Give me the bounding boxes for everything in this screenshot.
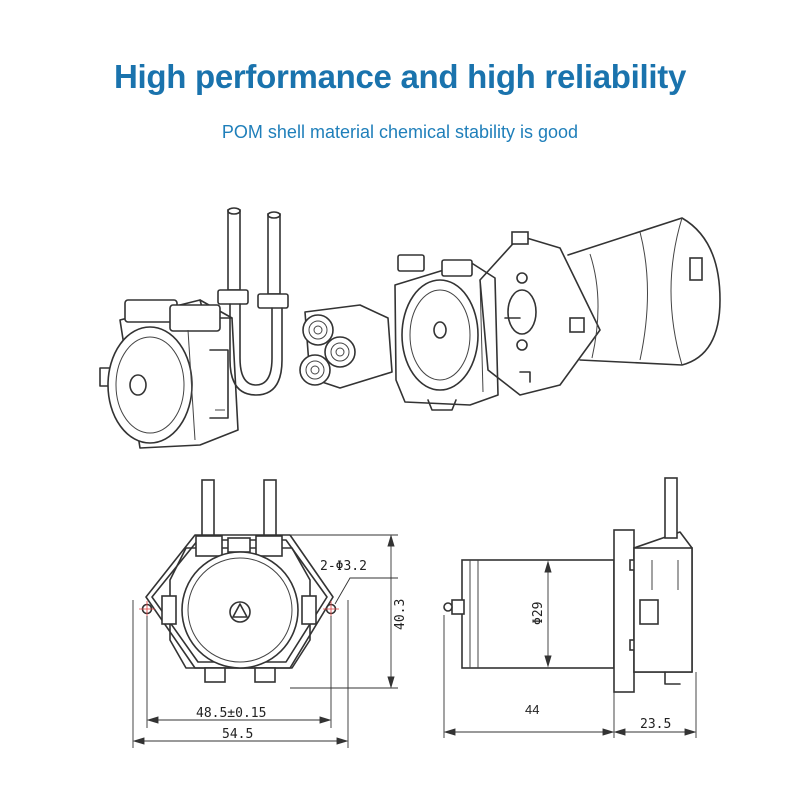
pump-housing-part: [394, 254, 499, 411]
roller-assembly-part: [299, 304, 393, 389]
height-dimension-label: 40.3: [393, 599, 408, 630]
page-subtitle: POM shell material chemical stability is…: [221, 122, 579, 142]
front-view-drawing: 2-Φ3.2 40.3 48.5±0.15 54.5: [132, 479, 408, 748]
hole-spec-label: 2-Φ3.2: [320, 559, 367, 574]
front-cover-part: [99, 299, 239, 449]
motor-length-label: 44: [525, 702, 539, 717]
side-view-drawing: Φ29 44 23.5: [443, 477, 697, 738]
exploded-view: [99, 207, 721, 449]
pump-head-length-label: 23.5: [640, 717, 671, 732]
hole-spacing-label: 48.5±0.15: [196, 706, 266, 721]
motor-flange-part: [479, 217, 721, 396]
page-title: High performance and high reliability: [114, 58, 686, 95]
overall-width-label: 54.5: [222, 727, 253, 742]
silicone-tube-part: [217, 207, 289, 396]
motor-diameter-label: Φ29: [531, 602, 546, 625]
